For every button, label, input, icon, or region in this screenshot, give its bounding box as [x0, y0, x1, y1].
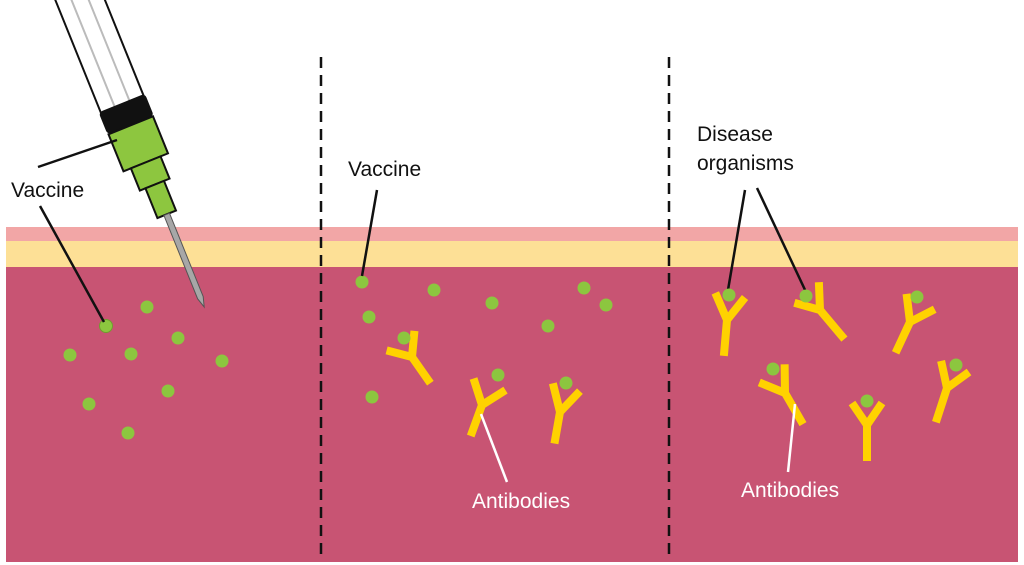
- syringe-tip: [144, 179, 178, 220]
- vaccine-particle: [121, 426, 135, 440]
- antibody: [793, 282, 848, 342]
- antibody: [848, 400, 886, 461]
- antibody: [932, 359, 972, 424]
- vaccine-particle: [140, 300, 154, 314]
- bound-vaccine-particle: [397, 331, 411, 345]
- vaccine-particle: [599, 298, 613, 312]
- bound-vaccine-particle: [491, 368, 505, 382]
- label-vaccine-middle: Vaccine: [348, 158, 421, 181]
- vaccine-particle: [541, 319, 555, 333]
- leader-line-disease-1: [726, 189, 747, 291]
- vaccine-particle: [171, 331, 185, 345]
- vaccine-particle: [362, 310, 376, 324]
- vaccine-particle: [427, 283, 441, 297]
- vaccine-particle: [124, 347, 138, 361]
- vaccine-particle: [215, 354, 229, 368]
- syringe: [50, 0, 205, 309]
- vaccine-particle: [99, 319, 113, 333]
- vaccine-particle: [365, 390, 379, 404]
- syringe-needle: [163, 212, 205, 309]
- disease-organism: [766, 362, 780, 376]
- disease-organism: [860, 394, 874, 408]
- skin-outer-layer: [6, 227, 1018, 242]
- vaccine-particle: [82, 397, 96, 411]
- vaccine-particle: [577, 281, 591, 295]
- antibody: [892, 293, 937, 355]
- antibody: [385, 330, 434, 386]
- leader-line-vaccine-middle: [360, 189, 379, 277]
- vaccine-particle: [485, 296, 499, 310]
- disease-organism: [949, 358, 963, 372]
- panel-2-vaccine-particles: [355, 275, 613, 404]
- panel-1-vaccine-particles: [63, 300, 229, 440]
- leader-line-antibodies-middle: [479, 413, 509, 483]
- vaccine-particle: [161, 384, 175, 398]
- label-vaccine-left: Vaccine: [11, 179, 84, 202]
- skin-inner-layer: [6, 241, 1018, 268]
- disease-organism: [910, 290, 924, 304]
- vaccine-particle: [355, 275, 369, 289]
- leader-line-vaccine-syringe: [37, 138, 118, 169]
- antibody: [548, 382, 583, 445]
- bound-vaccine-particle: [559, 376, 573, 390]
- antibody: [466, 377, 508, 438]
- disease-organism: [722, 288, 736, 302]
- label-disease-line2: organisms: [697, 152, 794, 175]
- label-antibodies-middle: Antibodies: [472, 490, 570, 513]
- label-disease-line1: Disease: [697, 123, 773, 146]
- label-antibodies-right: Antibodies: [741, 479, 839, 502]
- tissue-layer: [6, 267, 1018, 562]
- antibody: [711, 291, 749, 357]
- leader-line-antibodies-right: [786, 403, 797, 473]
- disease-organism: [799, 289, 813, 303]
- leader-line-vaccine-particle: [38, 205, 106, 323]
- leader-line-disease-2: [755, 187, 808, 293]
- vaccine-particle: [63, 348, 77, 362]
- plunger-stopper: [99, 94, 153, 134]
